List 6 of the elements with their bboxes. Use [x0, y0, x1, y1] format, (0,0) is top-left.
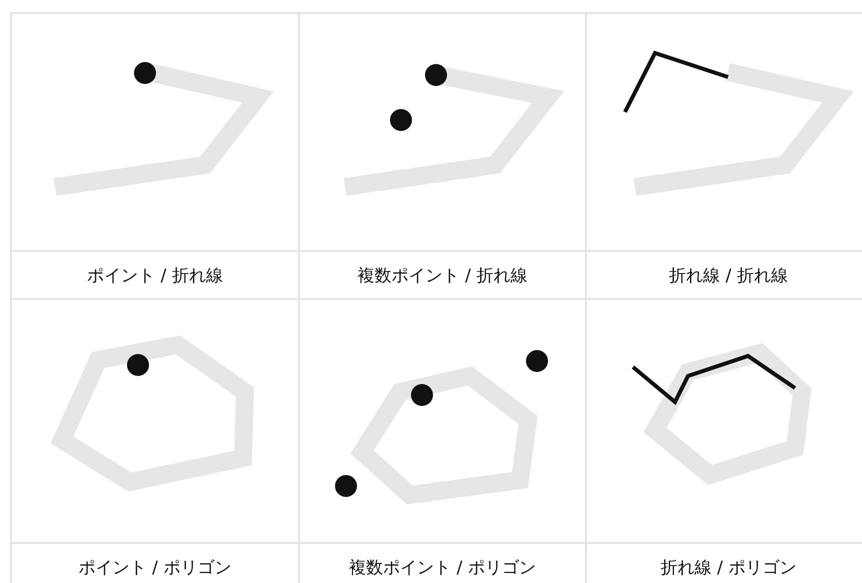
caption: 折れ線 / ポリゴン — [660, 556, 796, 578]
caption: 折れ線 / 折れ線 — [669, 264, 788, 286]
caption: 複数ポイント / ポリゴン — [349, 556, 536, 578]
caption: ポイント / 折れ線 — [87, 264, 223, 286]
caption: 複数ポイント / 折れ線 — [358, 264, 528, 286]
caption: ポイント / ポリゴン — [78, 556, 232, 578]
